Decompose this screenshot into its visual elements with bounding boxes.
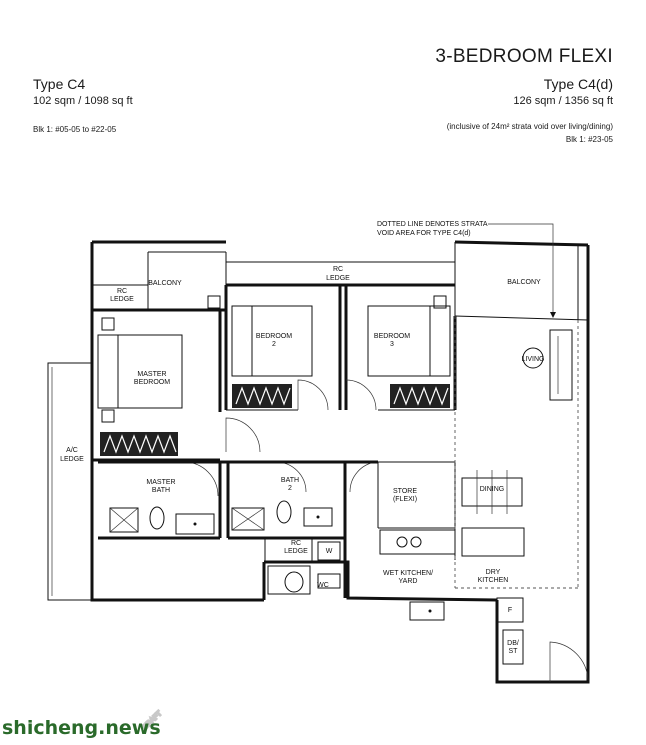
label-balcony-left: BALCONY (148, 280, 182, 287)
label-master-bath-2: BATH (152, 487, 170, 494)
label-rc-ledge-left-1: RC (117, 288, 127, 295)
label-dry-kitchen-1: DRY (486, 569, 501, 576)
kitchen-fixtures (379, 529, 524, 665)
label-bedroom3-1: BEDROOM (374, 333, 410, 340)
label-ac-ledge-1: A/C (66, 447, 78, 454)
label-master-bath-1: MASTER (146, 479, 175, 486)
label-db-st-1: DB/ (507, 640, 519, 647)
site-watermark: shicheng.news (2, 717, 161, 739)
label-rc-ledge-top-2: LEDGE (326, 275, 350, 282)
annotation-line-2: VOID AREA FOR TYPE C4(d) (377, 230, 471, 237)
ac-ledge-box (47, 362, 93, 601)
label-store-1: STORE (393, 488, 417, 495)
label-rc-ledge-left-2: LEDGE (110, 296, 134, 303)
bedside-tables (101, 295, 447, 423)
label-bath2-1: BATH (281, 477, 299, 484)
plan-title: 3-BEDROOM FLEXI (435, 46, 613, 67)
label-bedroom2-1: BEDROOM (256, 333, 292, 340)
label-living: LIVING (522, 356, 545, 363)
strata-void-outline (454, 316, 579, 589)
left-unit-type: Type C4 (33, 76, 86, 92)
label-rc-ledge-mid-2: LEDGE (284, 548, 308, 555)
label-dry-kitchen-2: KITCHEN (478, 577, 509, 584)
label-ac-ledge-2: LEDGE (60, 456, 84, 463)
bath-fixtures (109, 500, 341, 595)
room-labels: BALCONY RC LEDGE RC LEDGE BALCONY MASTER… (60, 266, 544, 655)
label-wet-kitchen-2: YARD (399, 578, 418, 585)
right-unit-area: 126 sqm / 1356 sq ft (513, 95, 613, 107)
strata-annotation: DOTTED LINE DENOTES STRATA VOID AREA FOR… (377, 221, 556, 318)
label-rc-ledge-top-1: RC (333, 266, 343, 273)
label-dining: DINING (480, 486, 505, 493)
label-fridge: F (508, 607, 512, 614)
label-wc: WC (317, 582, 329, 589)
dining-living-furniture (461, 329, 573, 557)
door-swings (183, 379, 589, 682)
label-balcony-right: BALCONY (507, 279, 541, 286)
label-bedroom3-2: 3 (390, 341, 394, 348)
left-unit-blocks: Blk 1: #05-05 to #22-05 (33, 125, 117, 134)
wardrobes (100, 384, 450, 456)
beds (97, 305, 451, 409)
label-store-2: (FLEXI) (393, 496, 417, 503)
right-unit-type: Type C4(d) (543, 76, 613, 92)
label-wet-kitchen-1: WET KITCHEN/ (383, 570, 433, 577)
label-master-bedroom-2: BEDROOM (134, 379, 170, 386)
right-unit-blocks: Blk 1: #23-05 (565, 135, 613, 144)
label-bath2-2: 2 (288, 485, 292, 492)
right-unit-note: (inclusive of 24m² strata void over livi… (446, 122, 613, 131)
label-db-st-2: ST (509, 648, 519, 655)
left-unit-area: 102 sqm / 1098 sq ft (33, 95, 133, 107)
label-rc-ledge-mid-1: RC (291, 540, 301, 547)
label-bedroom2-2: 2 (272, 341, 276, 348)
label-w: W (326, 548, 333, 555)
annotation-line-1: DOTTED LINE DENOTES STRATA (377, 221, 488, 228)
label-master-bedroom-1: MASTER (137, 371, 166, 378)
